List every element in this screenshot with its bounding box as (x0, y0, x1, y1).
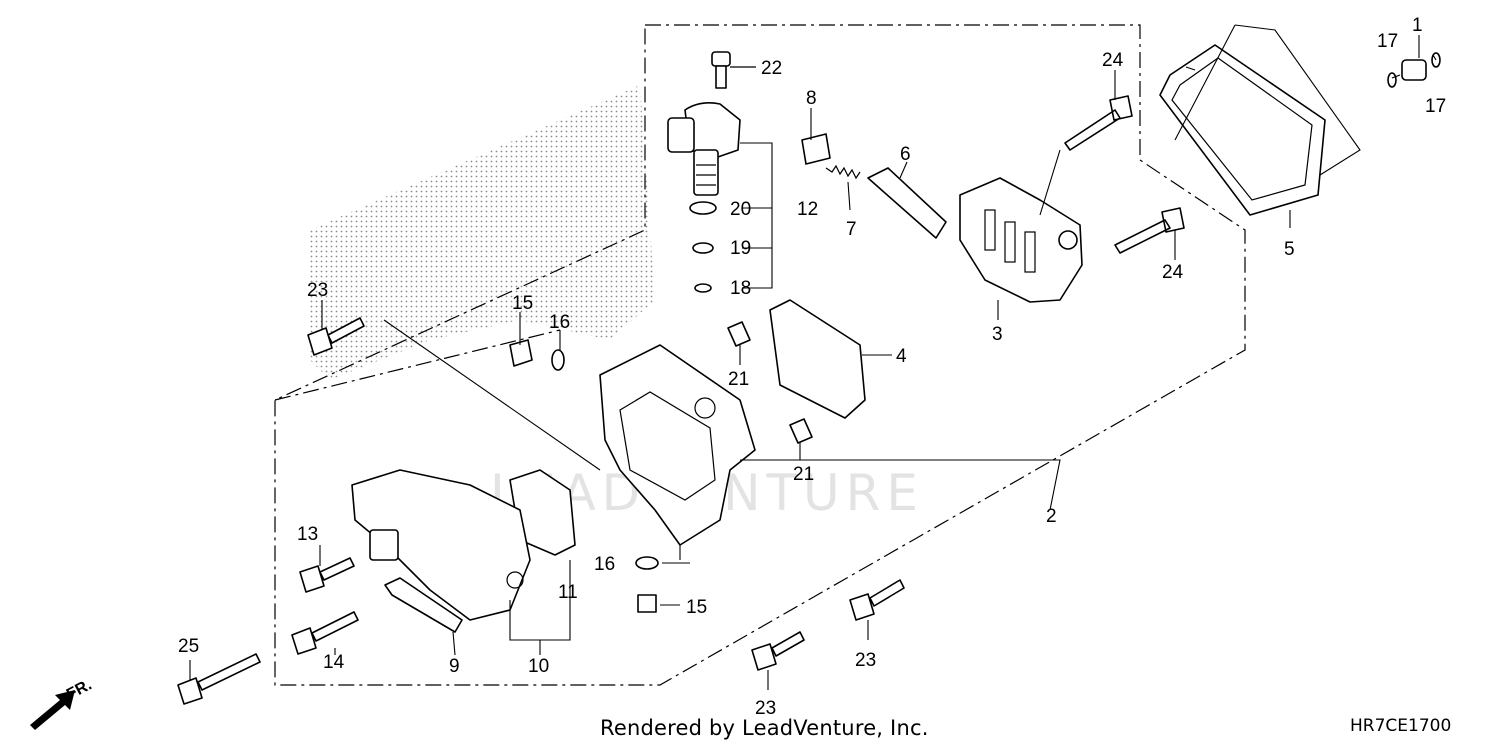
callout-10: 10 (528, 656, 549, 677)
leader-lines (189, 35, 1437, 690)
part-14-bolt[interactable] (291, 611, 359, 655)
callout-25: 25 (178, 636, 199, 657)
part-23-bolt-left[interactable] (307, 317, 365, 356)
part-12-solenoid-valve[interactable] (667, 102, 741, 196)
callout-16-upper: 16 (549, 312, 570, 333)
callout-23-left: 23 (307, 280, 328, 301)
callout-7: 7 (846, 219, 857, 240)
callout-23-bottom-center: 23 (755, 698, 776, 719)
part-2-main-housing[interactable] (599, 344, 756, 546)
part-15-bolt-upper[interactable] (509, 339, 533, 367)
part-24-bolt-upper[interactable] (1064, 95, 1133, 151)
part-7-spring[interactable] (825, 164, 861, 180)
callout-3: 3 (992, 324, 1003, 345)
part-8-filter[interactable] (801, 133, 831, 165)
part-13-bolt[interactable] (299, 557, 355, 593)
callout-labels: 1 2 3 4 5 6 7 8 9 10 11 12 13 14 15 15 1… (178, 15, 1446, 719)
part-6-spool-valve[interactable] (867, 167, 947, 239)
part-23-bolt-bottom-right[interactable] (849, 579, 905, 621)
callout-4: 4 (896, 346, 907, 367)
callout-24-upper: 24 (1102, 50, 1124, 71)
callout-2: 2 (1046, 506, 1057, 527)
callout-11: 11 (558, 582, 578, 603)
diagram-code: HR7CE1700 (1350, 716, 1452, 736)
callout-15-lower: 15 (686, 597, 707, 618)
part-22-bolt[interactable] (711, 51, 756, 89)
part-15-bolt-lower[interactable] (637, 594, 657, 613)
callout-18: 18 (730, 278, 751, 299)
part-21-dowel-upper[interactable] (727, 321, 751, 347)
part-23-bolt-bottom-center[interactable] (751, 631, 805, 671)
part-25-bolt[interactable] (177, 653, 261, 705)
part-3-valve-body[interactable] (959, 177, 1083, 303)
stipple-shading (310, 85, 655, 380)
assembly-boundary-inner (274, 329, 561, 401)
callout-8: 8 (806, 88, 817, 109)
rendered-by-credit: Rendered by LeadVenture, Inc. (600, 716, 929, 740)
part-4-separator-plate[interactable] (769, 299, 866, 419)
part-19-o-ring[interactable] (692, 242, 714, 254)
part-1-plug[interactable] (1401, 59, 1427, 81)
callout-15-upper: 15 (512, 293, 533, 314)
callout-22: 22 (761, 58, 782, 79)
callout-13: 13 (297, 524, 318, 545)
bracket-5 (1174, 24, 1361, 176)
part-16-washer-upper[interactable] (551, 349, 565, 371)
callout-1: 1 (1412, 15, 1423, 36)
part-17-washer-left[interactable] (1387, 72, 1397, 88)
callout-6: 6 (900, 144, 911, 165)
part-24-bolt-lower[interactable] (1114, 207, 1185, 254)
callout-20: 20 (730, 199, 751, 220)
part-20-o-ring[interactable] (689, 201, 717, 215)
callout-9: 9 (449, 656, 460, 677)
callout-5: 5 (1284, 239, 1295, 260)
front-direction-arrow: FR. (30, 676, 95, 730)
callout-17-right: 17 (1425, 96, 1446, 117)
callout-21-lower: 21 (793, 464, 814, 485)
part-16-washer-lower[interactable] (635, 556, 659, 570)
callout-24-lower: 24 (1162, 262, 1184, 283)
bracket-12 (740, 142, 773, 289)
part-5-gasket[interactable] (1159, 44, 1326, 216)
part-18-o-ring[interactable] (694, 283, 712, 293)
part-9-plate[interactable] (384, 577, 463, 633)
callout-19: 19 (730, 238, 751, 259)
assembly-boundary (274, 24, 1246, 686)
callout-17-left: 17 (1377, 31, 1398, 52)
callout-14: 14 (323, 652, 345, 673)
callout-23-bottom-right: 23 (855, 650, 876, 671)
part-21-dowel-lower[interactable] (789, 418, 813, 444)
callout-12: 12 (797, 199, 818, 220)
callout-21-upper: 21 (728, 369, 749, 390)
callout-16-lower: 16 (594, 554, 615, 575)
